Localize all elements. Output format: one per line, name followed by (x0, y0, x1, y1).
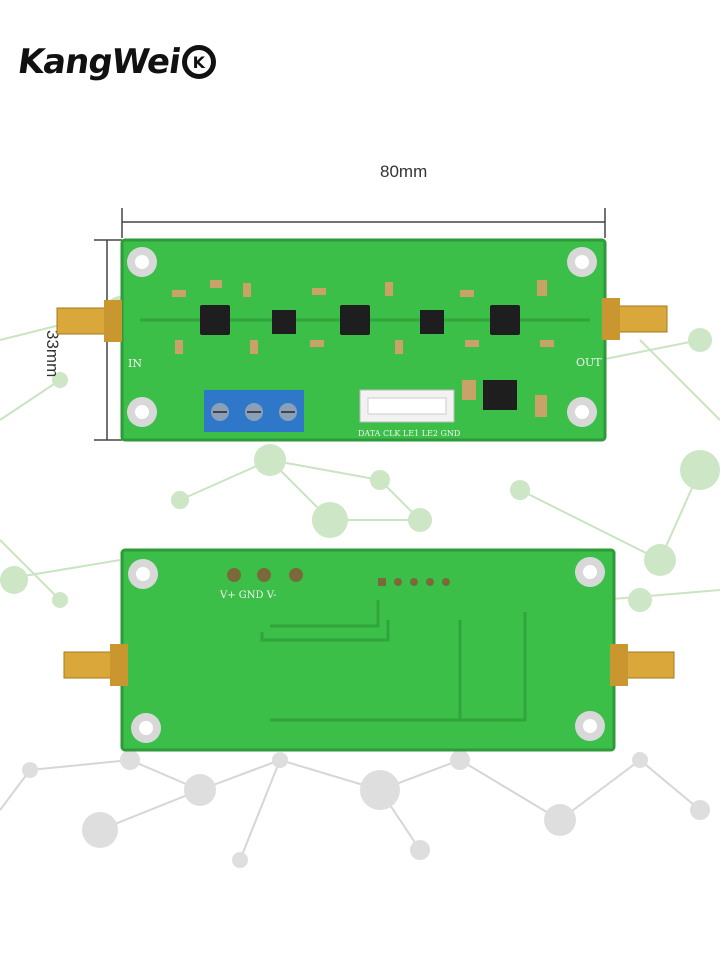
width-dimension-line (121, 208, 606, 238)
sma-output-connector-icon (610, 644, 675, 686)
mounting-hole-icon (127, 247, 597, 427)
output-label: OUT (576, 356, 602, 369)
sma-output-connector-icon (602, 298, 668, 340)
terminal-block (204, 390, 304, 432)
connector-pin-labels: DATA CLK LE1 LE2 GND (358, 429, 460, 438)
input-label: IN (128, 357, 142, 370)
pcb-top-board: IN OUT DATA CLK LE1 LE2 GND (56, 238, 668, 442)
brand-mark-icon: K (181, 45, 216, 79)
brand-logo: KangWei K (15, 42, 216, 82)
sma-input-connector-icon (63, 644, 128, 686)
power-pin-labels: V+ GND V- (219, 590, 276, 601)
mounting-hole-icon (128, 557, 605, 743)
width-dimension-label: 80mm (380, 162, 428, 181)
sma-input-connector-icon (56, 300, 122, 342)
header-connector (359, 389, 455, 423)
pcb-bottom-board: V+ GND V- (63, 548, 675, 752)
